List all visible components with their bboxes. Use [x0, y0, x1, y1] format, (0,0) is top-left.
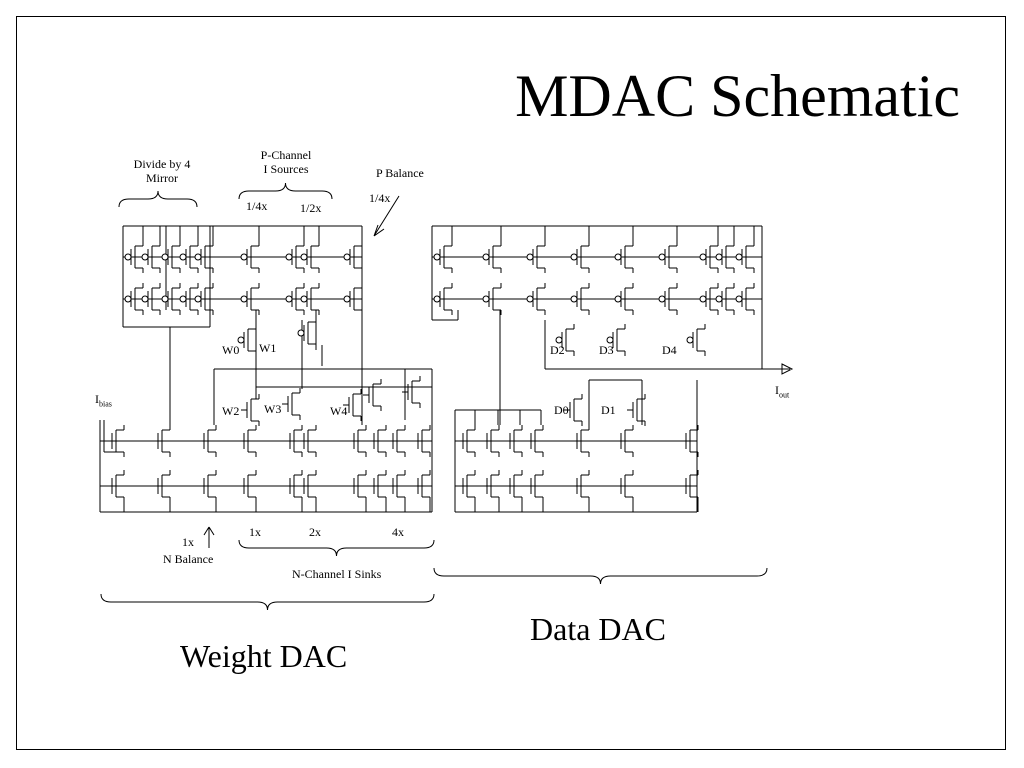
pmos-gate-bubble: [482, 295, 490, 303]
divide-by-4-mirror-label: Divide by 4 Mirror: [133, 157, 191, 185]
n-balance-label: N Balance: [163, 552, 214, 566]
pmos-gate-bubble: [343, 295, 351, 303]
iout-label: Iout: [775, 383, 790, 400]
pmos-gate-bubble: [715, 295, 723, 303]
switch-d2: D2: [550, 343, 565, 357]
switch-d0: D0: [554, 403, 569, 417]
pmos-gate-bubble: [285, 253, 293, 261]
pmos-gate-bubble: [240, 253, 248, 261]
pmos-gate-bubble: [658, 253, 666, 261]
pmos-gate-bubble: [300, 295, 308, 303]
pmos-gate-bubble: [735, 295, 743, 303]
pmos-gate-bubble: [526, 253, 534, 261]
pmos-gate-bubble: [570, 295, 578, 303]
pmos-gate-bubble: [240, 295, 248, 303]
pmos-gate-bubble: [699, 253, 707, 261]
slide-frame: [16, 16, 1006, 750]
pmos-gate-bubble: [124, 295, 132, 303]
pmos-gate-bubble: [179, 253, 187, 261]
n-sink-4x: 4x: [392, 525, 404, 539]
pmos-gate-bubble: [179, 295, 187, 303]
slide-title: MDAC Schematic: [515, 63, 960, 129]
pmos-gate-bubble: [570, 253, 578, 261]
switch-w0: W0: [222, 343, 240, 357]
pmos-gate-bubble: [555, 336, 563, 344]
switch-w3: W3: [264, 402, 282, 416]
switch-d1: D1: [601, 403, 616, 417]
switch-w2: W2: [222, 404, 240, 418]
pmos-gate-bubble: [141, 253, 149, 261]
pmos-gate-bubble: [686, 336, 694, 344]
pmos-gate-bubble: [606, 336, 614, 344]
pmos-gate-bubble: [161, 295, 169, 303]
pmos-gate-bubble: [735, 253, 743, 261]
p-balance-label: P Balance: [376, 166, 424, 180]
pmos-gate-bubble: [526, 295, 534, 303]
n-balance-ratio: 1x: [182, 535, 194, 549]
pmos-gate-bubble: [699, 295, 707, 303]
pmos-gate-bubble: [297, 329, 305, 337]
switch-d4: D4: [662, 343, 677, 357]
pmos-gate-bubble: [141, 295, 149, 303]
n-sink-1x: 1x: [249, 525, 261, 539]
switch-w4: W4: [330, 404, 348, 418]
p-ratio-quarter: 1/4x: [246, 199, 268, 213]
pmos-gate-bubble: [614, 295, 622, 303]
pmos-gate-bubble: [715, 253, 723, 261]
ibias-label: Ibias: [95, 392, 112, 409]
weight-dac-label: Weight DAC: [180, 638, 348, 674]
p-channel-sources-label: P-Channel I Sources: [260, 148, 312, 176]
schematic-wiring: [99, 182, 794, 611]
pmos-gate-bubble: [482, 253, 490, 261]
p-ratio-half: 1/2x: [300, 201, 322, 215]
pmos-gate-bubble: [194, 295, 202, 303]
pmos-gate-bubble: [194, 253, 202, 261]
pmos-gate-bubble: [433, 295, 441, 303]
switch-w1: W1: [259, 341, 277, 355]
n-sink-2x: 2x: [309, 525, 321, 539]
n-channel-sinks-label: N-Channel I Sinks: [292, 567, 382, 581]
data-dac-label: Data DAC: [530, 611, 666, 647]
pmos-gate-bubble: [433, 253, 441, 261]
pmos-gate-bubble: [161, 253, 169, 261]
pmos-gate-bubble: [343, 253, 351, 261]
pmos-gate-bubble: [614, 253, 622, 261]
p-balance-ratio: 1/4x: [369, 191, 391, 205]
pmos-gate-bubble: [124, 253, 132, 261]
pmos-gate-bubble: [285, 295, 293, 303]
pmos-gate-bubble: [300, 253, 308, 261]
pmos-gate-bubble: [658, 295, 666, 303]
switch-d3: D3: [599, 343, 614, 357]
pmos-gate-bubble: [237, 336, 245, 344]
